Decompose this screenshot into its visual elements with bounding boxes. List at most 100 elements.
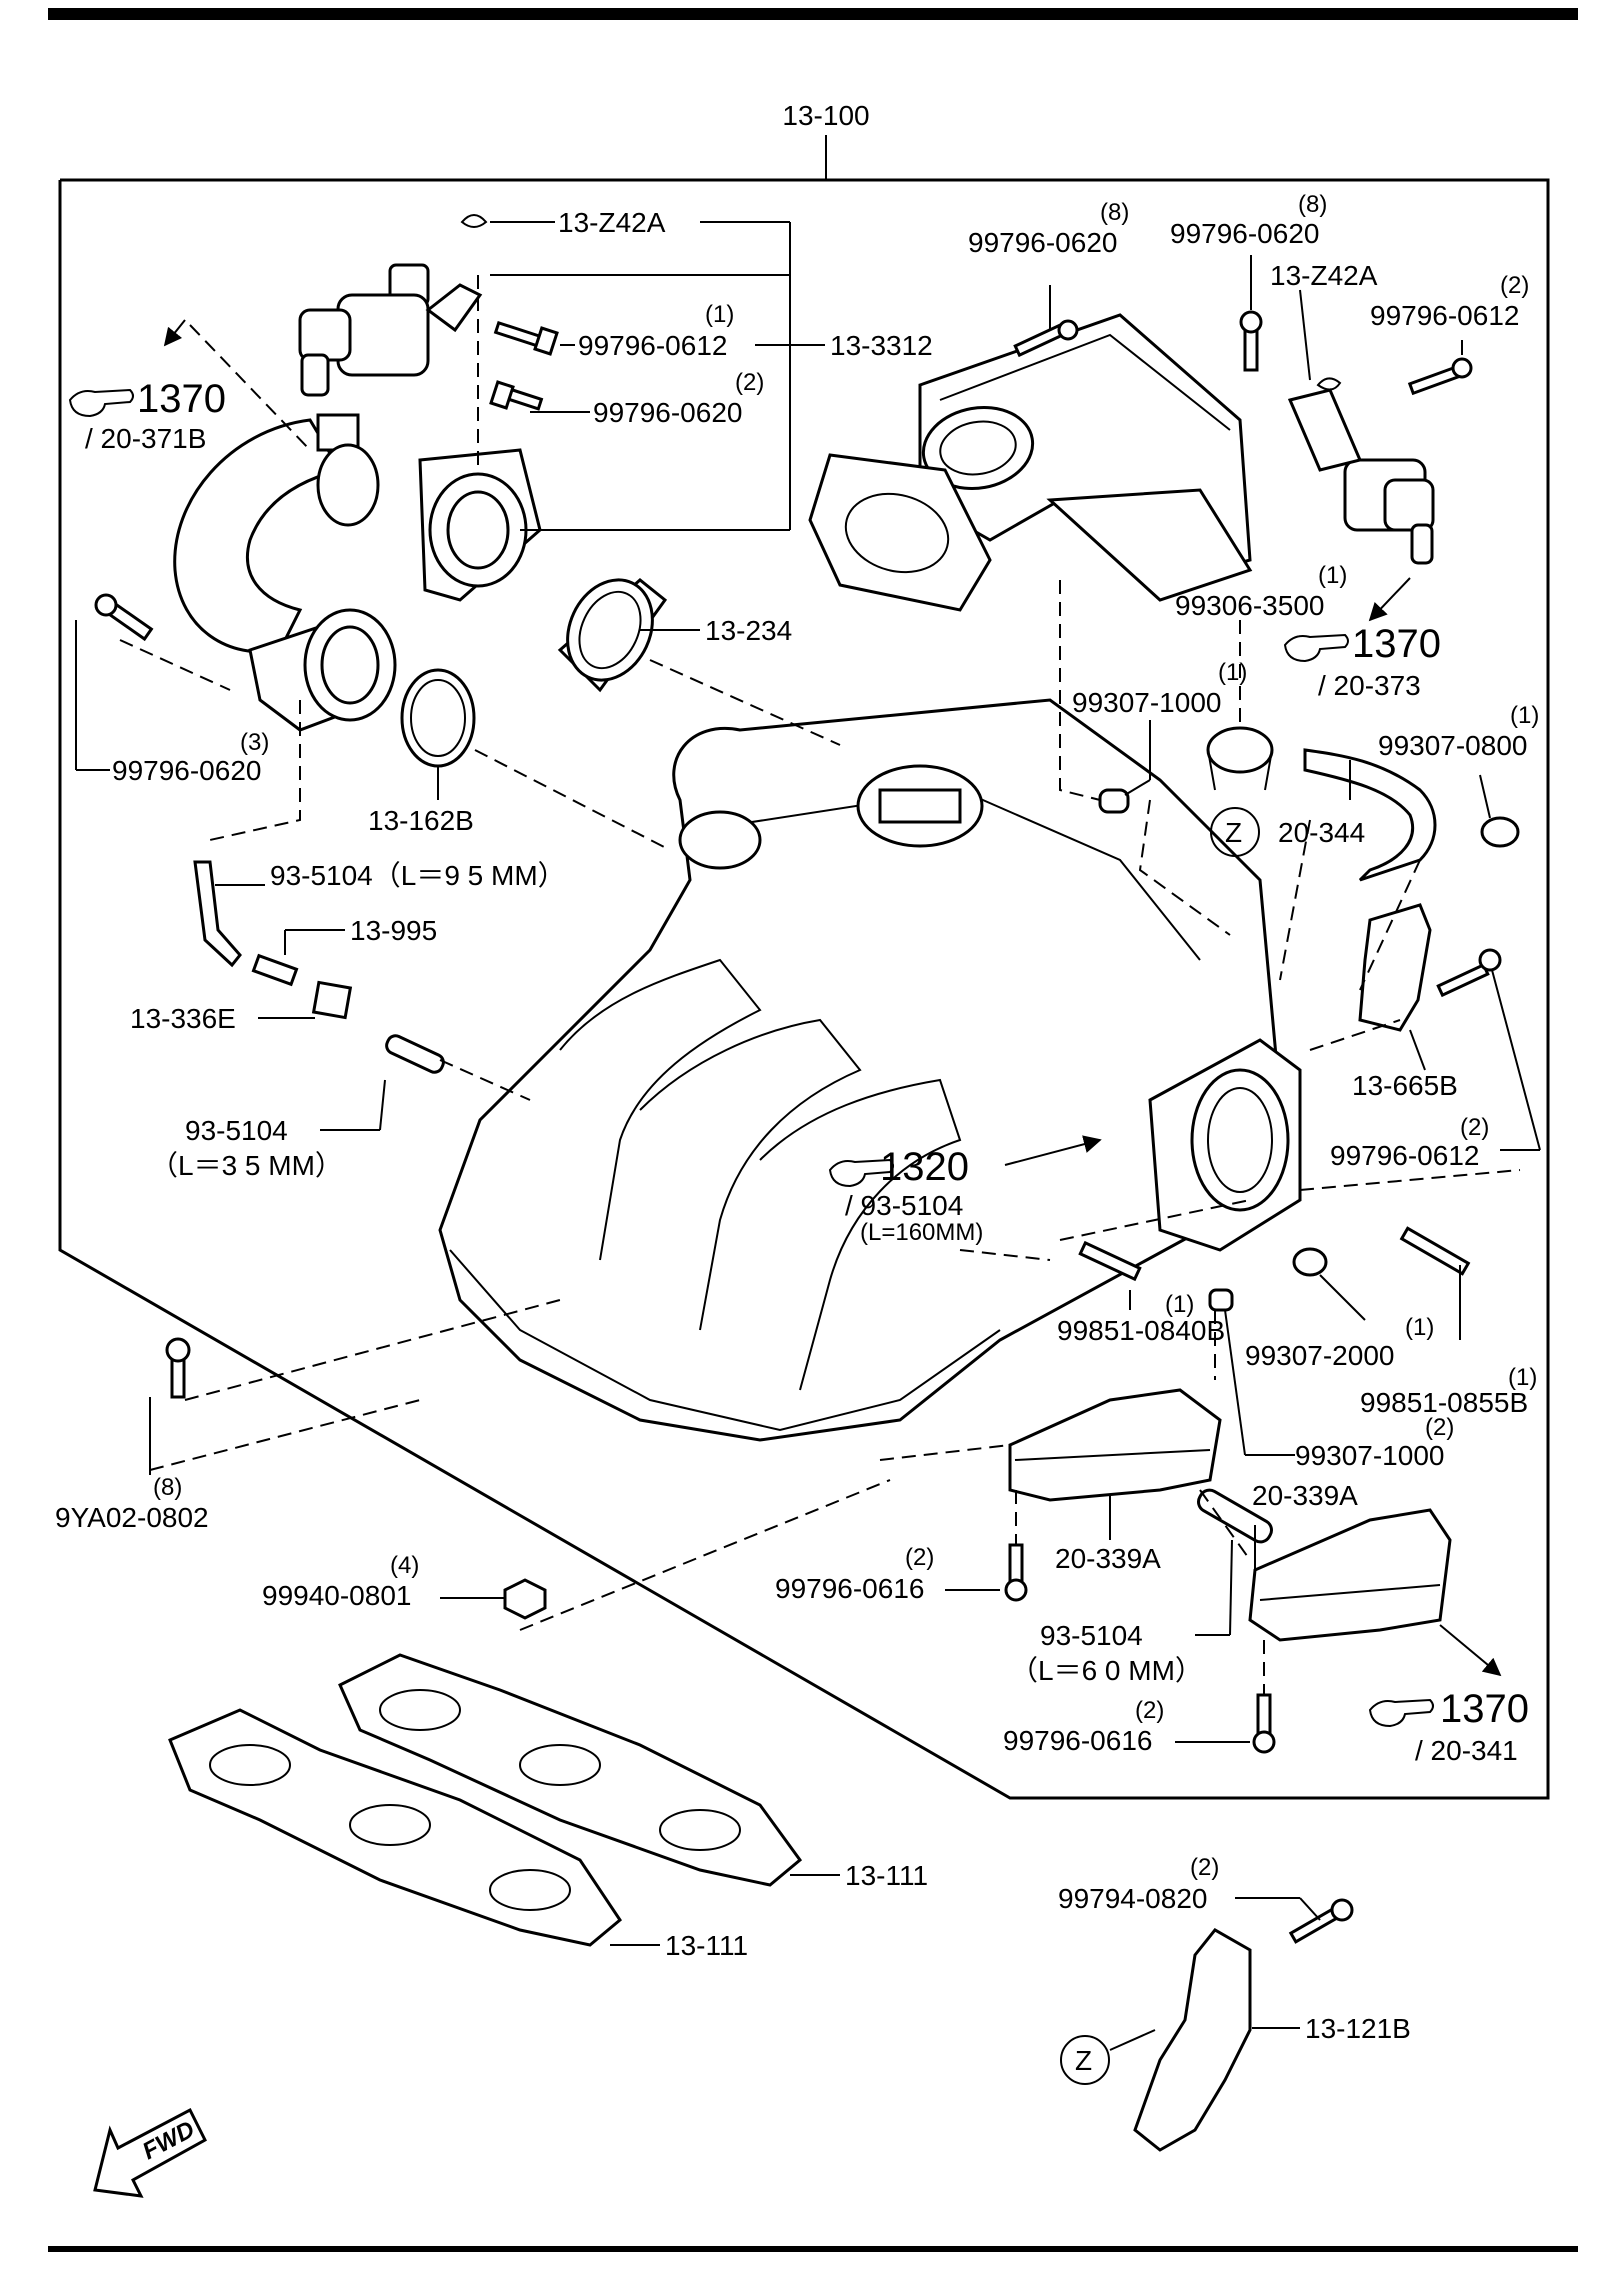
label-99796-0612-bracket: 99796-0612 xyxy=(1330,1140,1479,1171)
ref-1320: 1320 xyxy=(880,1145,969,1189)
qty-99796-0620-plenum-right: (8) xyxy=(1298,191,1327,218)
label-99940-0801: 99940-0801 xyxy=(262,1580,411,1611)
top-rule xyxy=(48,8,1578,20)
leader-lines xyxy=(75,221,1541,2051)
air-intake-pipe-left xyxy=(173,413,542,732)
label-99796-0612-right: 99796-0612 xyxy=(1370,300,1519,331)
label-20-339a-upper: 20-339A xyxy=(1252,1480,1358,1511)
bolt-99796-0620-plenum-right xyxy=(1239,310,1263,372)
hand-pointer-icon-1370-b xyxy=(1283,633,1349,663)
bolt-99796-0616-lower xyxy=(1252,1693,1276,1754)
plug-99307-2000 xyxy=(1292,1247,1328,1277)
z-mark-2: Z xyxy=(1075,2045,1092,2076)
label-99307-1000-top: 99307-1000 xyxy=(1072,687,1221,718)
qty-99796-0612-right: (2) xyxy=(1500,272,1529,299)
label-hose-60mm: 93-5104 xyxy=(1040,1620,1143,1651)
bolt-99796-0620-plenum-left xyxy=(1013,319,1079,358)
intake-plenum-upper xyxy=(918,313,1253,602)
label-hose-60mm-length: （L＝6 0 MM） xyxy=(1010,1655,1203,1686)
ref-1370-c: 1370 xyxy=(1440,1687,1529,1731)
fuel-rail-20-339a-upper xyxy=(1008,1388,1222,1502)
plug-99307-1000-top xyxy=(1098,788,1130,814)
stud-99851-0855b xyxy=(1399,1226,1471,1276)
label-99307-1000-lower: 99307-1000 xyxy=(1295,1440,1444,1471)
z-circle-icon-2 xyxy=(1060,2035,1110,2085)
label-99794-0820: 99794-0820 xyxy=(1058,1883,1207,1914)
hand-pointer-icon-1370-a xyxy=(68,388,134,418)
clip-13-z42a-left xyxy=(460,214,488,228)
qty-99796-0616-upper: (2) xyxy=(905,1544,934,1571)
qty-99307-1000-top: (1) xyxy=(1218,659,1247,686)
hose-93-5104-95mm xyxy=(193,860,242,968)
label-99796-0620-plenum-right: 99796-0620 xyxy=(1170,218,1319,249)
cap-99306-3500 xyxy=(1206,726,1274,791)
label-20-344: 20-344 xyxy=(1278,817,1365,848)
label-13-3312: 13-3312 xyxy=(830,330,933,361)
label-99851-0840b: 99851-0840B xyxy=(1057,1315,1225,1346)
qty-99796-0620-pipe: (3) xyxy=(240,729,269,756)
qty-99307-2000: (1) xyxy=(1405,1314,1434,1341)
label-9ya02-0802: 9YA02-0802 xyxy=(55,1502,209,1533)
text-labels: 13-Z42A (1) 99796-0612 13-3312 (2) 99796… xyxy=(55,191,1539,2076)
hand-pointer-icon-1370-c xyxy=(1368,1698,1434,1728)
nut-99940-0801 xyxy=(503,1578,547,1620)
label-99796-0620-pipe: 99796-0620 xyxy=(112,755,261,786)
bracket-13-121b xyxy=(1133,1928,1252,2152)
qty-99307-1000-lower: (2) xyxy=(1425,1414,1454,1441)
qty-99794-0820: (2) xyxy=(1190,1854,1219,1881)
stud-99851-0840b xyxy=(1078,1240,1142,1282)
ref-1370-b-sub: / 20-373 xyxy=(1318,670,1421,701)
label-20-339a-mid: 20-339A xyxy=(1055,1543,1161,1574)
qty-99796-0612-left: (1) xyxy=(705,301,734,328)
hose-20-344 xyxy=(1303,748,1437,882)
plug-99307-1000-lower xyxy=(1208,1288,1234,1312)
label-13-162b: 13-162B xyxy=(368,805,474,836)
plug-99307-0800 xyxy=(1480,816,1520,848)
qty-99851-0840b: (1) xyxy=(1165,1291,1194,1318)
hose-93-5104-60mm xyxy=(1197,1488,1273,1544)
hand-pointer-icon-1320 xyxy=(828,1158,894,1188)
label-99796-0620-left: 99796-0620 xyxy=(593,397,742,428)
label-99796-0616-upper: 99796-0616 xyxy=(775,1573,924,1604)
gasket-13-111-lower xyxy=(168,1708,622,1947)
valve-13-995 xyxy=(251,953,299,987)
label-99307-2000: 99307-2000 xyxy=(1245,1340,1394,1371)
gasket-13-234 xyxy=(557,578,668,693)
qty-99307-0800: (1) xyxy=(1510,702,1539,729)
label-13-336e: 13-336E xyxy=(130,1003,236,1034)
label-99796-0620-plenum-left: 99796-0620 xyxy=(968,227,1117,258)
qty-99851-0855b: (1) xyxy=(1508,1364,1537,1391)
ref-1370-a-sub: / 20-371B xyxy=(85,423,206,454)
bolt-99796-0620-left xyxy=(489,380,544,411)
intake-manifold-main xyxy=(438,698,1282,1442)
bolt-99796-0612-bracket xyxy=(1436,948,1502,998)
qty-99796-0620-plenum-left: (8) xyxy=(1100,199,1129,226)
bolt-99796-0616-upper xyxy=(1004,1543,1028,1602)
label-99307-0800: 99307-0800 xyxy=(1378,730,1527,761)
bolt-9ya02-0802 xyxy=(165,1337,191,1399)
gasket-13-336e xyxy=(311,980,353,1020)
gasket-13-111-upper xyxy=(338,1653,803,1887)
z-circle-icon xyxy=(1210,807,1260,857)
label-13-z42a-left: 13-Z42A xyxy=(558,207,666,238)
qty-99306-3500: (1) xyxy=(1318,562,1347,589)
bottom-rule xyxy=(48,2246,1578,2252)
label-99796-0616-lower: 99796-0616 xyxy=(1003,1725,1152,1756)
label-13-234: 13-234 xyxy=(705,615,792,646)
ref-1320-sub: / 93-5104 xyxy=(845,1190,963,1221)
label-99851-0855b: 99851-0855B xyxy=(1360,1387,1528,1418)
bolt-99796-0612-left xyxy=(493,320,559,356)
alignment-lines xyxy=(119,275,1521,1695)
bolt-99794-0820 xyxy=(1288,1898,1354,1944)
bolt-99796-0620-pipe xyxy=(94,593,154,642)
throttle-body xyxy=(1148,1038,1302,1252)
qty-99940-0801: (4) xyxy=(390,1552,419,1579)
qty-99796-0612-bracket: (2) xyxy=(1460,1114,1489,1141)
ref-1370-a: 1370 xyxy=(137,377,226,421)
fwd-arrow: FWD xyxy=(93,2107,207,2198)
qty-9ya02-0802: (8) xyxy=(153,1474,182,1501)
idle-air-control-valve-right xyxy=(1287,388,1435,565)
bolt-99796-0612-right xyxy=(1407,357,1473,396)
label-13-121b: 13-121B xyxy=(1305,2013,1411,2044)
